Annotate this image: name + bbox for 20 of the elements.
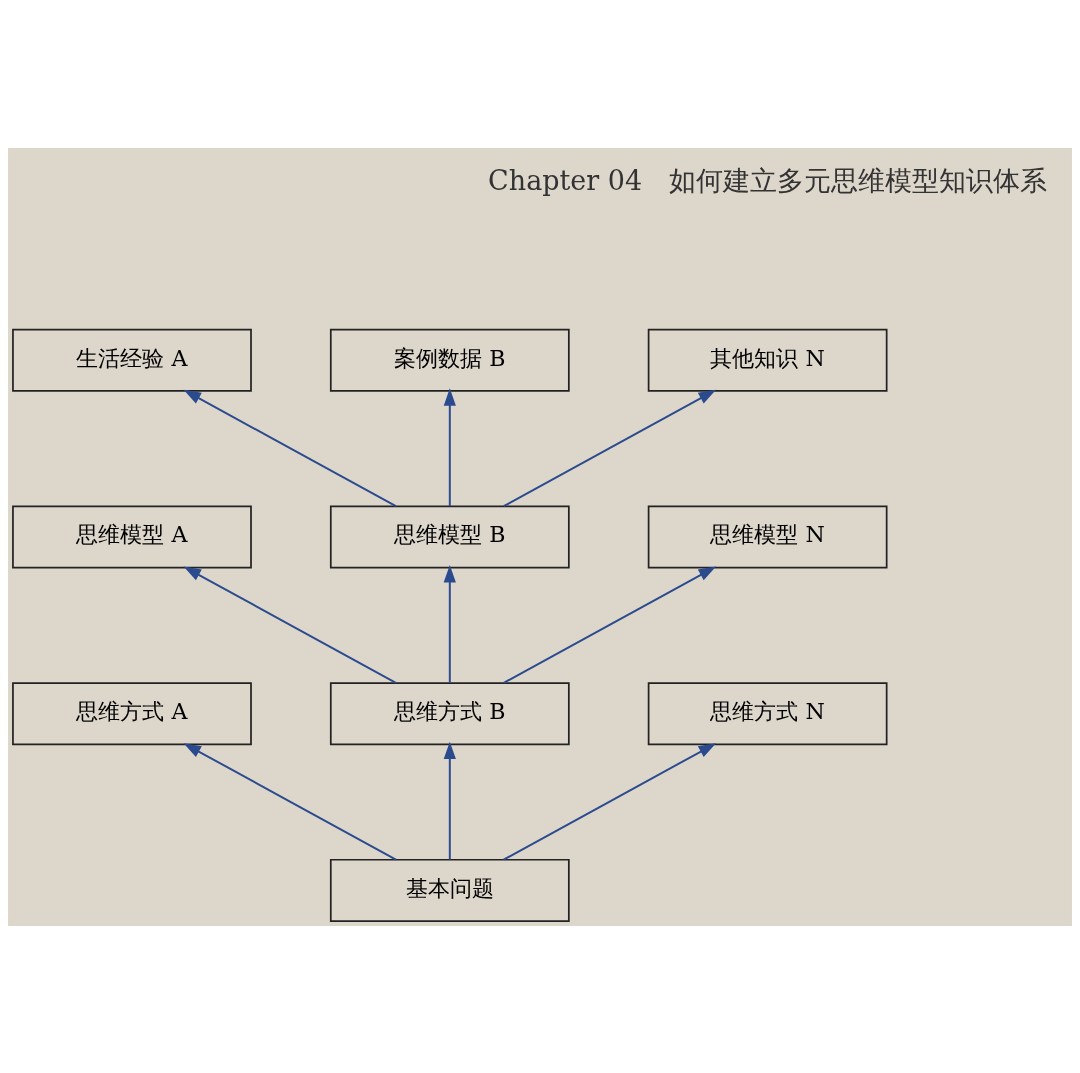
node-box: 思维模型 A: [12, 504, 252, 569]
node-box: 生活经验 A: [12, 328, 252, 392]
arrow: [502, 566, 717, 684]
node-box: 案例数据 B: [329, 328, 570, 392]
arrow: [183, 742, 397, 861]
arrow: [502, 742, 717, 861]
node-box: 基本问题: [329, 858, 570, 922]
arrow: [443, 387, 456, 507]
node-box: 思维方式 N: [647, 681, 888, 745]
node-box: 思维模型 B: [329, 504, 570, 569]
arrow: [183, 566, 397, 684]
node-box: 思维方式 B: [329, 681, 570, 745]
arrow: [443, 741, 456, 861]
arrow: [183, 389, 397, 507]
node-box: 思维模型 N: [647, 504, 888, 569]
arrow: [443, 564, 456, 684]
label: Chapter 04 如何建立多元思维模型知识体系: [488, 164, 1048, 196]
node-box: 其他知识 N: [647, 328, 888, 392]
arrow: [502, 389, 717, 507]
node-box: 思维方式 A: [12, 681, 252, 745]
